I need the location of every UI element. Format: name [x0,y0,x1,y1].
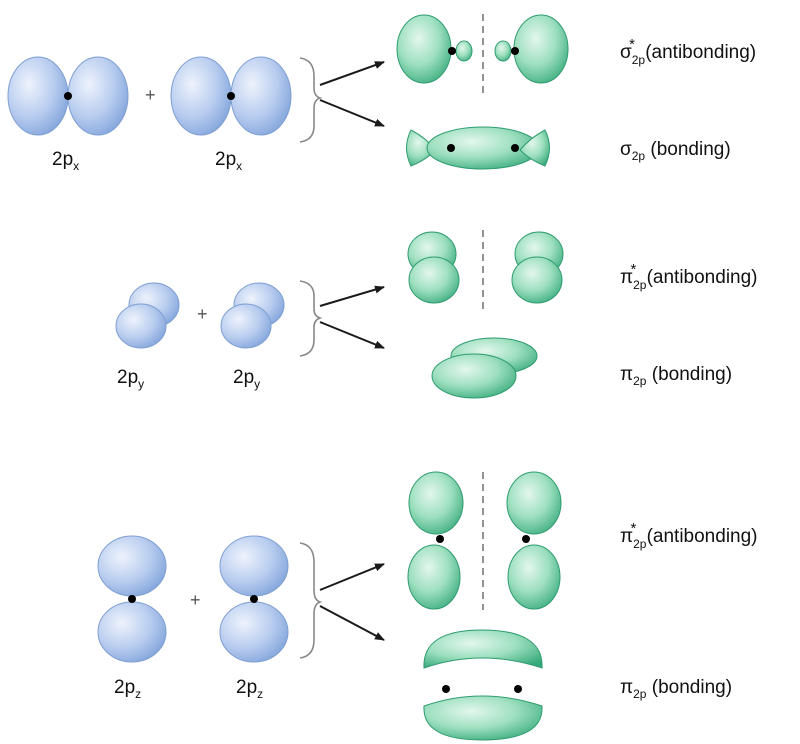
label-sigma-bonding: σ2p (bonding) [620,139,731,163]
nucleus-dot [250,595,258,603]
atomic-orbital-2py-right [220,282,285,349]
arrow-to-bonding [319,99,385,127]
row-2py: + 2py 2py π2p* (antibonding) π2p (bondin… [115,230,758,399]
plus-sign: + [197,304,208,324]
atomic-orbital-2pz-right [219,535,289,663]
row-2px: + 2px 2px σ2p* (antibonding) σ2p [7,14,756,173]
nucleus-dot [442,685,450,693]
label-2py-left: 2py [117,367,144,391]
label-2pz-left: 2pz [114,677,141,701]
arrow-to-antibonding [319,563,385,591]
nucleus-dot [64,92,72,100]
atomic-orbital-2py-left [115,282,180,349]
nucleus-dot [227,92,235,100]
label-2px-right: 2px [215,149,242,173]
nucleus-dot [128,595,136,603]
label-sigma-star-antibonding: σ2p* (antibonding) [620,36,756,67]
atomic-orbital-2px-right [170,56,292,136]
nucleus-dot [511,47,519,55]
atomic-orbital-2pz-left [97,535,167,663]
nucleus-dot [514,685,522,693]
nucleus-dot [522,535,530,543]
brace [299,542,323,659]
brace [299,280,323,357]
label-2py-right: 2py [233,367,260,391]
arrow-to-antibonding [319,285,385,307]
label-pi-star-antibonding-z: π2p* (antibonding) [620,520,758,551]
pi-star-2p-orbital-z [407,471,562,610]
sigma-star-2p-orbital [396,14,569,84]
label-pi-bonding-z: π2p (bonding) [620,677,732,701]
arrow-to-bonding [319,321,385,349]
brace [299,57,323,143]
sigma-2p-orbital [406,126,550,170]
label-2px-left: 2px [52,149,79,173]
arrow-to-bonding [319,605,385,641]
plus-sign: + [190,590,201,610]
pi-star-2p-orbital-y [407,231,564,304]
nucleus-dot [448,47,456,55]
label-pi-bonding-y: π2p (bonding) [620,364,732,388]
pi-2p-orbital-z [423,629,543,741]
nucleus-dot [447,144,455,152]
nucleus-dot [511,144,519,152]
label-pi-star-antibonding-y: π2p* (antibonding) [620,261,758,292]
row-2pz: + 2pz 2pz π2p* (antibonding) π2p (bondi [97,471,758,741]
plus-sign: + [145,85,156,105]
pi-2p-orbital-y [431,337,538,399]
arrow-to-antibonding [319,61,385,86]
label-2pz-right: 2pz [236,677,263,701]
atomic-orbital-2px-left [7,56,129,136]
nucleus-dot [436,535,444,543]
